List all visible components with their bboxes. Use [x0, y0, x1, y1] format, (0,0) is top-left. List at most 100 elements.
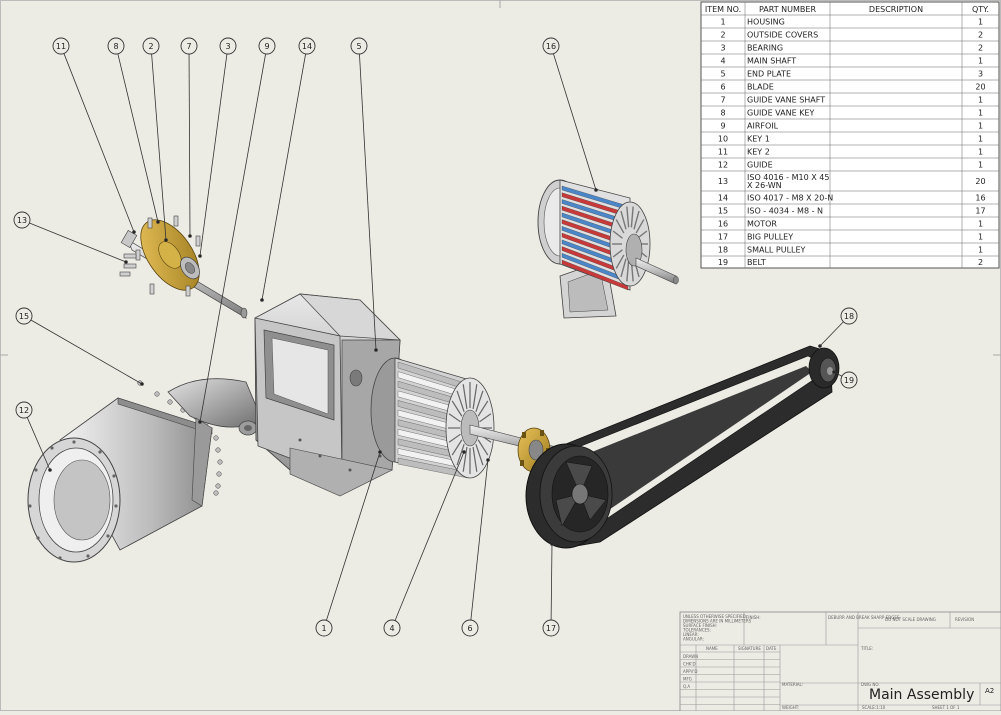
bom-part-number: BELT	[747, 258, 766, 267]
balloon[interactable]: 12	[15, 401, 33, 419]
balloon-number: 16	[546, 42, 556, 51]
rotor-end-teeth	[448, 382, 492, 474]
bom-part-number: MOTOR	[747, 220, 777, 229]
bom-item-no: 2	[720, 31, 725, 40]
leader-line	[117, 53, 159, 223]
balloon-number: 8	[113, 42, 118, 51]
bom-part-number: BEARING	[747, 44, 783, 53]
bom-header: QTY.	[972, 5, 989, 14]
bom-qty: 1	[978, 109, 983, 118]
bom-item-no: 5	[720, 70, 725, 79]
bom-item-no: 11	[718, 148, 728, 157]
balloon[interactable]: 16	[542, 37, 560, 55]
leader-line	[63, 53, 135, 233]
leader-line	[326, 451, 381, 621]
balloon-number: 12	[19, 406, 29, 415]
bom-qty: 1	[978, 122, 983, 131]
guide-duct	[27, 397, 213, 563]
balloon[interactable]: 19	[840, 371, 858, 389]
balloon[interactable]: 3	[219, 37, 237, 55]
bom-row: 11 KEY 2 1	[718, 148, 983, 157]
balloon[interactable]: 18	[840, 307, 858, 325]
bom-item-no: 4	[720, 57, 725, 66]
leader-line	[26, 417, 51, 471]
balloon-number: 1	[321, 624, 326, 633]
leader-line	[470, 459, 489, 621]
sheet-label: SHEET 1 OF 1	[932, 705, 960, 710]
balloon-number: 6	[467, 624, 472, 633]
bom-qty: 16	[975, 194, 985, 203]
bom-qty: 1	[978, 96, 983, 105]
bom-item-no: 18	[718, 246, 728, 255]
bom-part-number: ISO 4016 - M10 X 45	[747, 173, 829, 182]
leader-dot	[462, 450, 466, 454]
bolt-group	[119, 253, 137, 277]
general-note: DIMENSIONS ARE IN MILLIMETERS	[683, 619, 752, 624]
bom-item-no: 6	[720, 83, 725, 92]
signoff-col-label: NAME	[706, 646, 718, 651]
balloon[interactable]: 7	[180, 37, 198, 55]
bom-item-no: 3	[720, 44, 725, 53]
balloon[interactable]: 11	[52, 37, 70, 55]
leader-dot	[486, 458, 490, 462]
balloon[interactable]: 4	[383, 619, 401, 637]
general-note: TOLERANCES:	[682, 628, 711, 633]
leader-dot	[164, 238, 168, 242]
outside-cover	[135, 215, 201, 297]
balloon[interactable]: 14	[298, 37, 316, 55]
leader-dot	[198, 254, 202, 258]
leader-line	[819, 321, 844, 347]
general-note: SURFACE FINISH:	[683, 623, 717, 628]
title-label: TITLE:	[860, 646, 873, 651]
bom-qty: 2	[978, 31, 983, 40]
bom-item-no: 15	[718, 207, 728, 216]
bom-item-no: 13	[718, 177, 728, 186]
bom-qty: 1	[978, 246, 983, 255]
bom-part-number: KEY 2	[747, 148, 770, 157]
revision-label: REVISION	[955, 617, 974, 622]
scale-label: SCALE:1:10	[862, 705, 886, 710]
signoff-row-label: APPV'D	[683, 669, 697, 674]
balloon[interactable]: 9	[258, 37, 276, 55]
bom-part-number: GUIDE VANE SHAFT	[747, 96, 825, 105]
leader-dot	[374, 348, 378, 352]
balloon-number: 15	[19, 312, 29, 321]
bom-header: ITEM NO.	[705, 5, 741, 14]
balloon[interactable]: 8	[107, 37, 125, 55]
balloon[interactable]: 5	[350, 37, 368, 55]
balloon[interactable]: 17	[542, 619, 560, 637]
do-not-scale-note: DO NOT SCALE DRAWING	[885, 617, 936, 622]
balloon[interactable]: 1	[315, 619, 333, 637]
bom-qty: 1	[978, 148, 983, 157]
balloon-number: 3	[225, 42, 230, 51]
leader-dot	[132, 230, 136, 234]
weight-label: WEIGHT:	[782, 705, 799, 710]
leader-dot	[140, 382, 144, 386]
signoff-row-label: Q.A	[683, 684, 690, 689]
airfoil	[167, 378, 263, 436]
signoff-col-label: DATE	[766, 646, 777, 651]
balloon-number: 5	[356, 42, 361, 51]
bom-qty: 1	[978, 161, 983, 170]
balloon-number: 11	[56, 42, 66, 51]
drawing-title: Main Assembly	[869, 687, 974, 703]
balloon[interactable]: 13	[13, 211, 31, 229]
bom-part-number: END PLATE	[747, 70, 791, 79]
balloon[interactable]: 15	[15, 307, 33, 325]
balloon-number: 17	[546, 624, 556, 633]
bom-qty: 1	[978, 233, 983, 242]
balloon[interactable]: 6	[461, 619, 479, 637]
balloon[interactable]: 2	[142, 37, 160, 55]
